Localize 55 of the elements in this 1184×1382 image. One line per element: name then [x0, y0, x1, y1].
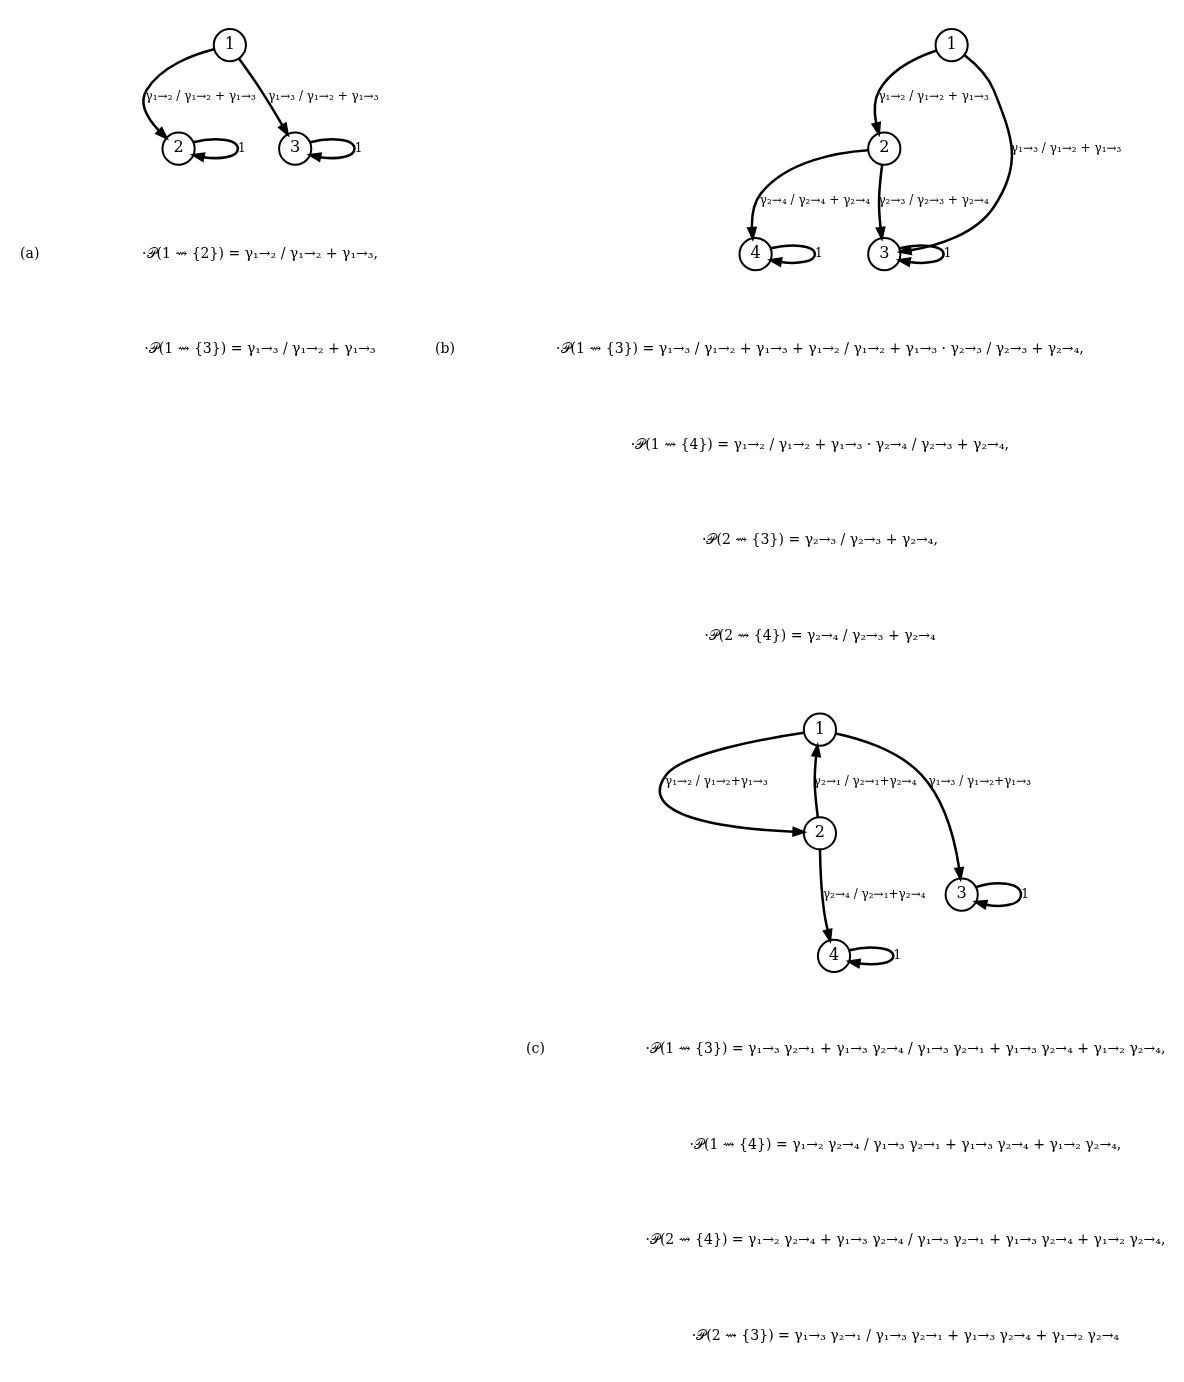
node-circle: 4: [816, 938, 852, 973]
edge-label: γ₂→₄ / γ₂→₁+γ₂→₄: [822, 886, 926, 901]
edge-label: 1: [354, 140, 363, 155]
node-circle: 1: [934, 27, 969, 62]
arrow: [895, 243, 945, 267]
label: ·𝒫(2 ⇝ {4}) = γ₁→₂ γ₂→₄ + γ₁→₃ γ₂→₄ / γ₁→₃ γ₂→₁ + γ₁→₃ γ₂→₄ + γ₁→₂ γ₂→₄,: [645, 1230, 1166, 1247]
arrow: [875, 164, 886, 242]
node-circle: 4: [738, 236, 773, 271]
label: ·𝒫(2 ⇝ {4}) = γ₂→₄ / γ₂→₃ + γ₂→₄: [704, 626, 936, 643]
edge-label: γ₂→₃ / γ₂→₃ + γ₂→₄: [878, 192, 989, 207]
edge-label: 1: [815, 245, 823, 260]
label: ·𝒫(1 ⇝ {4}) = γ₁→₂ / γ₁→₂ + γ₁→₃ · γ₂→₄ / γ₂→₃ + γ₂→₄,: [630, 435, 1010, 452]
arrow: [306, 137, 356, 163]
node-circle: 3: [278, 131, 313, 166]
arrow: [142, 47, 215, 140]
edge-label: γ₁→₃ / γ₁→₂+γ₁→₃: [928, 773, 1032, 788]
arrow: [810, 741, 822, 817]
arrow: [238, 57, 290, 138]
node-circle: 2: [867, 131, 902, 166]
label: ·𝒫(1 ⇝ {2}) = γ₁→₂ / γ₁→₂ + γ₁→₃,: [142, 244, 378, 261]
label: ·𝒫(2 ⇝ {3}) = γ₁→₃ γ₂→₁ / γ₁→₃ γ₂→₁ + γ₁→₃ γ₂→₄ + γ₁→₂ γ₂→₄: [691, 1326, 1120, 1343]
arrow: [818, 849, 833, 944]
arrow: [972, 881, 1023, 910]
edge-label: γ₁→₃ / γ₁→₂ + γ₁→₃: [268, 88, 379, 103]
arrow: [845, 945, 895, 969]
edge-label: 1: [238, 140, 246, 155]
arrow: [896, 53, 1014, 255]
node-circle: 2: [802, 815, 838, 850]
arrow: [746, 148, 868, 242]
label: ·𝒫(1 ⇝ {3}) = γ₁→₃ / γ₁→₂ + γ₁→₃ + γ₁→₂ / γ₁→₂ + γ₁→₃ · γ₂→₃ / γ₂→₃ + γ₂→₄,: [556, 339, 1084, 356]
label: (c): [526, 1039, 545, 1056]
edge-label: γ₁→₂ / γ₁→₂ + γ₁→₃: [145, 88, 256, 103]
label: (b): [434, 339, 455, 356]
label: ·𝒫(2 ⇝ {3}) = γ₂→₃ / γ₂→₃ + γ₂→₄,: [701, 530, 938, 547]
arrow: [835, 731, 965, 882]
edge-label: 1: [943, 245, 952, 260]
arrow: [189, 137, 240, 163]
edge-label: γ₁→₂ / γ₁→₂+γ₁→₃: [665, 773, 768, 788]
label: ·𝒫(1 ⇝ {3}) = γ₁→₃ / γ₁→₂ + γ₁→₃: [144, 339, 376, 356]
edge-label: γ₁→₃ / γ₁→₂ + γ₁→₃: [1011, 140, 1122, 155]
node-circle: 3: [867, 236, 902, 271]
node-circle: 2: [161, 131, 196, 166]
arrow: [659, 731, 808, 837]
node-circle: 3: [944, 876, 979, 912]
arrow: [870, 48, 937, 137]
edge-label: 1: [1021, 886, 1029, 901]
label: (a): [20, 244, 40, 261]
node-circle: 1: [802, 712, 838, 747]
arrow: [767, 243, 817, 267]
node-circle: 1: [212, 27, 247, 62]
label: ·𝒫(1 ⇝ {4}) = γ₁→₂ γ₂→₄ / γ₁→₃ γ₂→₁ + γ₁→₃ γ₂→₄ + γ₁→₂ γ₂→₄,: [689, 1135, 1122, 1152]
edge-label: 1: [893, 947, 902, 962]
label: ·𝒫(1 ⇝ {3}) = γ₁→₃ γ₂→₁ + γ₁→₃ γ₂→₄ / γ₁→₃ γ₂→₁ + γ₁→₃ γ₂→₄ + γ₁→₂ γ₂→₄,: [645, 1039, 1166, 1056]
edge-label: γ₁→₂ / γ₁→₂ + γ₁→₃: [878, 88, 989, 103]
edge-label: γ₂→₄ / γ₂→₄ + γ₂→₄: [759, 192, 871, 207]
